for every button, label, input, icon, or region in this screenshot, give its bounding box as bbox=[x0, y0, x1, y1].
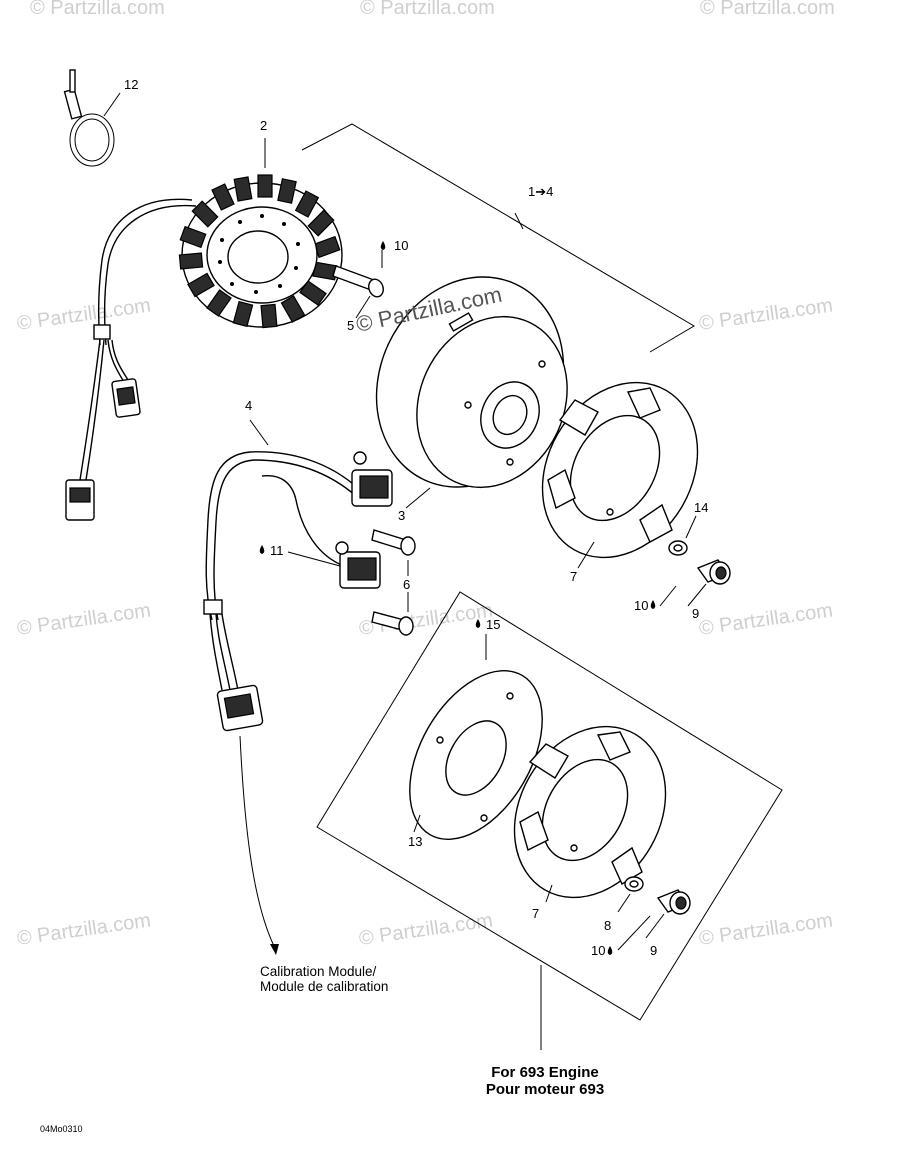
screw-6-lower bbox=[371, 560, 414, 636]
callout-9-bottom: 9 bbox=[650, 943, 657, 958]
watermark: © Partzilla.com bbox=[30, 0, 165, 19]
engine-caption-line1: For 693 Engine bbox=[491, 1064, 599, 1081]
screw-6-upper bbox=[371, 529, 416, 556]
callout-10-mid: 10 bbox=[634, 598, 648, 613]
callout-2: 2 bbox=[260, 118, 267, 133]
callout-7-top: 7 bbox=[570, 569, 577, 584]
callout-15: 15 bbox=[486, 617, 500, 632]
kit-bracket bbox=[301, 123, 695, 353]
washer-8 bbox=[617, 876, 644, 913]
leader-10-mid bbox=[659, 585, 677, 607]
callout-4: 4 bbox=[245, 398, 252, 413]
watermark: © Partzilla.com bbox=[358, 909, 495, 950]
callout-14: 14 bbox=[694, 500, 708, 515]
washer-14 bbox=[668, 515, 697, 556]
callout-10-bottom: 10 bbox=[591, 943, 605, 958]
watermark: © Partzilla.com bbox=[698, 909, 835, 950]
drop-icon bbox=[650, 600, 656, 609]
drop-icon bbox=[475, 619, 481, 628]
calibration-pointer bbox=[239, 735, 279, 955]
callout-1-4: 1➔4 bbox=[528, 184, 553, 199]
calibration-caption-line2: Module de calibration bbox=[260, 979, 388, 994]
trigger-wheel-top bbox=[541, 381, 699, 569]
callout-3: 3 bbox=[398, 508, 405, 523]
callout-7-bottom: 7 bbox=[532, 906, 539, 921]
drop-icon bbox=[259, 545, 265, 554]
drop-icon bbox=[607, 946, 613, 955]
callout-12: 12 bbox=[124, 77, 138, 92]
callout-10: 10 bbox=[394, 238, 408, 253]
screw-9-top bbox=[687, 559, 731, 607]
watermark: © Partzilla.com bbox=[700, 0, 835, 19]
diagram-code: 04Mo0310 bbox=[40, 1124, 83, 1134]
spacer-plate bbox=[409, 670, 543, 840]
trigger-coil-harness bbox=[203, 419, 393, 732]
stator bbox=[65, 138, 343, 521]
drop-icon bbox=[380, 241, 386, 250]
callout-9-top: 9 bbox=[692, 606, 699, 621]
calibration-caption-line1: Calibration Module/ bbox=[260, 964, 377, 979]
flywheel bbox=[375, 276, 568, 509]
callout-11: 11 bbox=[270, 543, 284, 558]
watermark: © Partzilla.com bbox=[16, 294, 153, 335]
engine-693-frame bbox=[316, 591, 783, 1050]
watermark: © Partzilla.com bbox=[698, 599, 835, 640]
screw-5 bbox=[332, 250, 384, 319]
cable-tie bbox=[63, 69, 121, 167]
trigger-wheel-bottom bbox=[513, 725, 667, 903]
callout-8: 8 bbox=[604, 918, 611, 933]
watermark: © Partzilla.com bbox=[360, 0, 495, 19]
callout-13: 13 bbox=[408, 834, 422, 849]
watermark: © Partzilla.com bbox=[16, 909, 153, 950]
leader-10-bottom bbox=[617, 915, 651, 951]
engine-caption-line2: Pour moteur 693 bbox=[486, 1081, 604, 1098]
callout-6: 6 bbox=[403, 577, 410, 592]
watermark: © Partzilla.com bbox=[16, 599, 153, 640]
callout-5: 5 bbox=[347, 318, 354, 333]
watermark: © Partzilla.com bbox=[698, 294, 835, 335]
screw-9-bottom bbox=[645, 889, 691, 939]
